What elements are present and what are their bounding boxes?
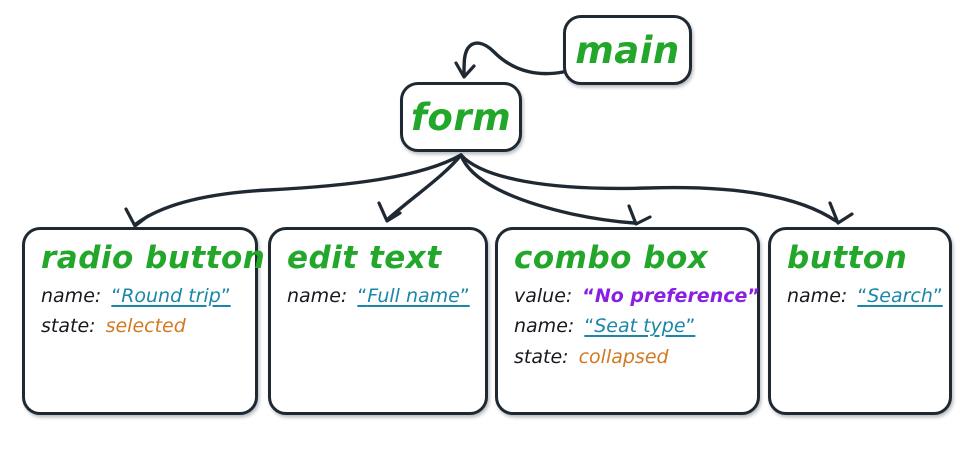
quote-open: “: [357, 284, 368, 307]
node-combo-box[interactable]: combo box value: “No preference” name: “…: [495, 227, 760, 415]
property-key: state:: [514, 346, 569, 369]
quote-open: “: [857, 284, 868, 307]
property-key: value:: [514, 284, 573, 307]
property-list: name: “Round trip” state: selected: [41, 281, 255, 343]
property-key: state:: [41, 315, 96, 338]
property-value: “Round trip”: [111, 285, 230, 307]
quote-open: “: [584, 315, 595, 338]
property-key: name:: [41, 284, 102, 307]
node-button[interactable]: button name: “Search”: [768, 227, 952, 415]
property-key: name:: [514, 315, 575, 338]
property-row: name: “Full name”: [287, 281, 485, 312]
property-row: value: “No preference”: [514, 281, 760, 312]
edge-form-to-edit-text: [377, 153, 463, 223]
property-value: selected: [105, 315, 186, 338]
edge-form-to-button: [459, 153, 854, 225]
node-form-title: form: [410, 95, 512, 139]
property-list: name: “Search”: [787, 281, 949, 312]
node-radio-button[interactable]: radio button name: “Round trip” state: s…: [22, 227, 266, 415]
property-value: “No preference”: [582, 285, 760, 307]
quote-close: ”: [459, 284, 470, 307]
property-key: name:: [287, 284, 348, 307]
property-value: “Seat type”: [584, 315, 695, 337]
property-list: value: “No preference” name: “Seat type”…: [514, 281, 760, 373]
quote-close: ”: [932, 284, 943, 307]
property-row: state: selected: [41, 311, 255, 342]
node-radio-button-title: radio button: [41, 240, 266, 276]
property-value-text: Search: [867, 284, 933, 307]
node-button-title: button: [787, 240, 908, 276]
property-value: collapsed: [578, 346, 669, 369]
quote-close: ”: [685, 315, 696, 338]
property-row: name: “Seat type”: [514, 311, 757, 342]
property-value: “Full name”: [357, 285, 469, 307]
property-value-text: Round trip: [121, 284, 221, 307]
property-value-text: Seat type: [594, 315, 686, 338]
property-value-text: Full name: [367, 284, 460, 307]
property-list: name: “Full name”: [287, 281, 485, 312]
node-main[interactable]: main: [563, 15, 692, 85]
node-main-title: main: [575, 28, 680, 72]
edge-main-to-form: [454, 41, 565, 79]
property-value: “Search”: [857, 285, 942, 307]
node-combo-box-title: combo box: [514, 240, 709, 276]
edge-form-to-combo-box: [459, 153, 652, 226]
node-form[interactable]: form: [400, 82, 522, 152]
quote-open: “: [111, 284, 122, 307]
quote-close: ”: [220, 284, 231, 307]
node-edit-text-title: edit text: [287, 240, 442, 276]
node-edit-text[interactable]: edit text name: “Full name”: [268, 227, 488, 415]
quote-close: ”: [747, 284, 760, 307]
property-key: name:: [787, 284, 848, 307]
property-value-text: No preference: [594, 284, 748, 307]
property-row: name: “Round trip”: [41, 281, 255, 312]
property-row: state: collapsed: [514, 342, 757, 373]
edge-form-to-radio-button: [124, 153, 463, 228]
property-row: name: “Search”: [787, 281, 949, 312]
quote-open: “: [582, 284, 595, 307]
